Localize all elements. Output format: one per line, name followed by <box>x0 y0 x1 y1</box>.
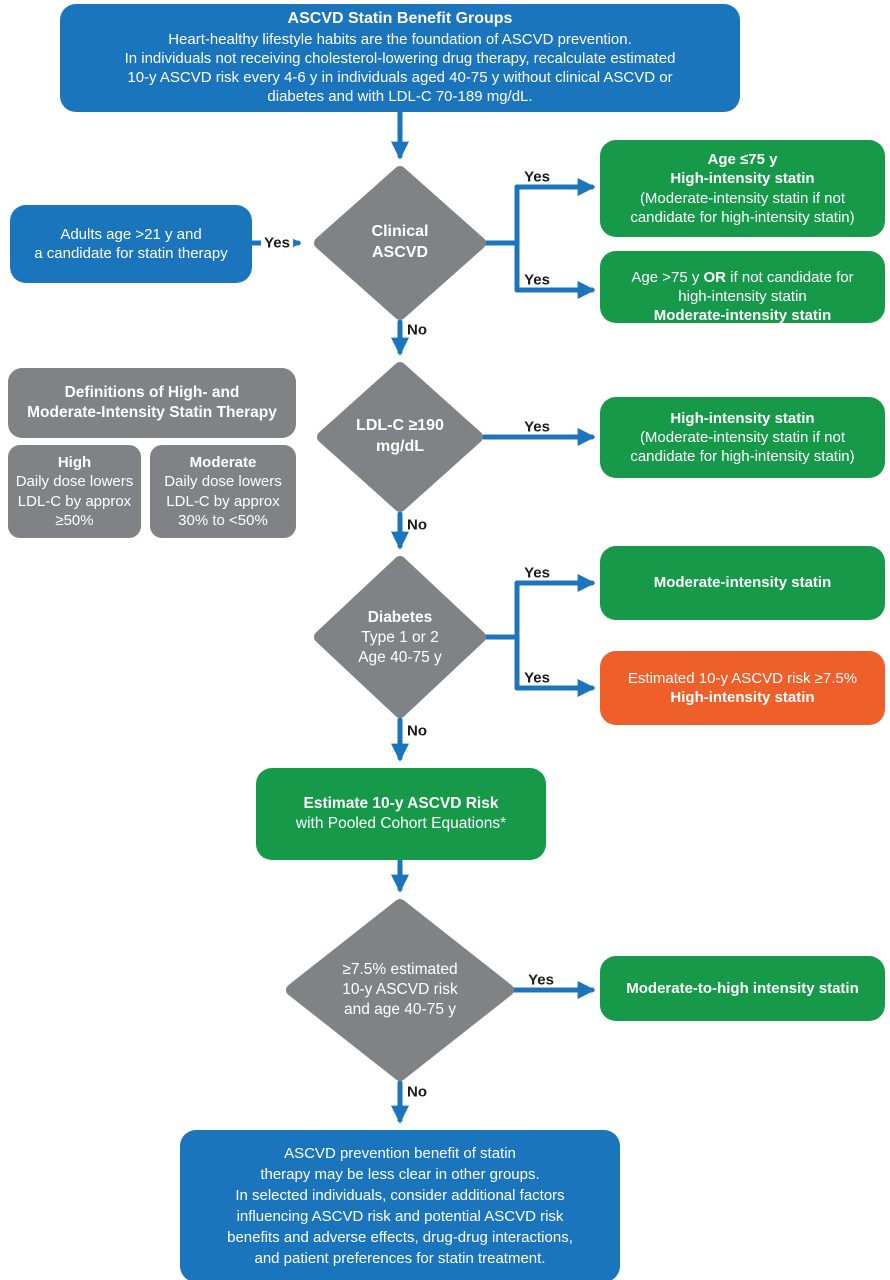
start-node: Adults age >21 y and a candidate for sta… <box>10 205 252 283</box>
outcome-high-intensity-bold: High-intensity statin <box>670 409 815 427</box>
outcome-age-gt-75-post: if not candidate for high-intensity stat… <box>678 268 854 305</box>
outcome-age-le-75-bold: Age ≤75 y High-intensity statin <box>670 151 815 188</box>
top-banner: ASCVD Statin Benefit Groups Heart-health… <box>60 4 740 112</box>
definition-high: High Daily dose lowers LDL-C by approx ≥… <box>8 445 141 538</box>
decision-clinical-ascvd-shape <box>314 166 486 320</box>
definition-high-body: Daily dose lowers LDL-C by approx ≥50% <box>15 473 134 529</box>
label-yes-start: Yes <box>261 234 293 252</box>
decision-diabetes-label: Diabetes Type 1 or 2 Age 40-75 y <box>320 598 480 678</box>
definition-moderate-body: Daily dose lowers LDL-C by approx 30% to… <box>164 473 282 529</box>
outcome-moderate-intensity: Moderate-intensity statin <box>600 546 885 620</box>
decision-risk-shape <box>286 899 514 1081</box>
outcome-moderate-to-high-bold: Moderate-to-high intensity statin <box>626 979 859 997</box>
definition-high-title: High <box>57 454 92 472</box>
label-no-d1: No <box>407 321 427 339</box>
label-no-d4: No <box>407 1083 427 1101</box>
outcome-age-gt-75-bold: Moderate-intensity statin <box>653 307 832 325</box>
decision-risk-label: ≥7.5% estimated 10-y ASCVD risk and age … <box>342 960 458 1019</box>
definitions-header: Definitions of High- and Moderate-Intens… <box>8 368 296 438</box>
label-no-d3: No <box>407 722 427 740</box>
definition-moderate-title: Moderate <box>189 454 257 472</box>
outcome-estimated-risk-bold: High-intensity statin <box>670 689 815 706</box>
outcome-age-gt-75-pre: Age >75 y <box>631 268 704 286</box>
outcome-estimated-risk-high: Estimated 10-y ASCVD risk ≥7.5% High-int… <box>600 651 885 725</box>
decision-diabetes-title: Diabetes <box>367 608 433 626</box>
connector-d1-branch <box>483 184 520 293</box>
top-banner-body: Heart-healthy lifestyle habits are the f… <box>124 30 676 106</box>
label-yes-d1-bottom: Yes <box>524 271 550 289</box>
label-yes-d4: Yes <box>528 971 554 989</box>
outcome-high-intensity: High-intensity statin (Moderate-intensit… <box>600 397 885 478</box>
definitions-header-text: Definitions of High- and Moderate-Intens… <box>27 384 277 421</box>
outcome-age-le-75: Age ≤75 y High-intensity statin (Moderat… <box>600 140 885 237</box>
definition-moderate: Moderate Daily dose lowers LDL-C by appr… <box>150 445 296 538</box>
decision-ldl-label: LDL-C ≥190 mg/dL <box>356 417 444 455</box>
outcome-moderate-to-high: Moderate-to-high intensity statin <box>600 956 885 1021</box>
outcome-estimated-risk-regular: Estimated 10-y ASCVD risk ≥7.5% <box>627 669 858 687</box>
bottom-note: ASCVD prevention benefit of statin thera… <box>180 1130 620 1280</box>
top-banner-title: ASCVD Statin Benefit Groups <box>287 10 513 28</box>
label-yes-d1-top: Yes <box>524 168 550 186</box>
outcome-age-gt-75: Age >75 y OR if not candidate for high-i… <box>600 249 885 325</box>
estimate-risk-bold: Estimate 10-y ASCVD Risk <box>303 795 499 813</box>
estimate-risk-node: Estimate 10-y ASCVD Risk with Pooled Coh… <box>256 768 546 860</box>
bottom-note-text: ASCVD prevention benefit of statin thera… <box>227 1145 573 1267</box>
decision-diabetes-body: Type 1 or 2 Age 40-75 y <box>358 628 442 667</box>
label-yes-d3-top: Yes <box>524 564 550 582</box>
outcome-age-le-75-regular: (Moderate-intensity statin if not candid… <box>630 189 855 226</box>
label-no-d2: No <box>407 516 427 534</box>
outcome-age-gt-75-or: OR <box>703 268 727 286</box>
decision-clinical-ascvd-label: Clinical ASCVD <box>371 223 429 261</box>
outcome-age-gt-75-text: Age >75 y OR if not candidate for high-i… <box>631 249 853 307</box>
decision-ldl-shape <box>317 362 483 512</box>
label-yes-d2: Yes <box>524 418 550 436</box>
estimate-risk-regular: with Pooled Cohort Equations* <box>295 815 507 832</box>
decision-diabetes-shape <box>314 556 486 718</box>
connector-d3-branch <box>483 580 520 691</box>
outcome-high-intensity-regular: (Moderate-intensity statin if not candid… <box>630 428 855 466</box>
start-node-text: Adults age >21 y and a candidate for sta… <box>34 225 228 262</box>
label-yes-d3-bottom: Yes <box>524 669 550 687</box>
outcome-moderate-intensity-bold: Moderate-intensity statin <box>653 574 832 592</box>
